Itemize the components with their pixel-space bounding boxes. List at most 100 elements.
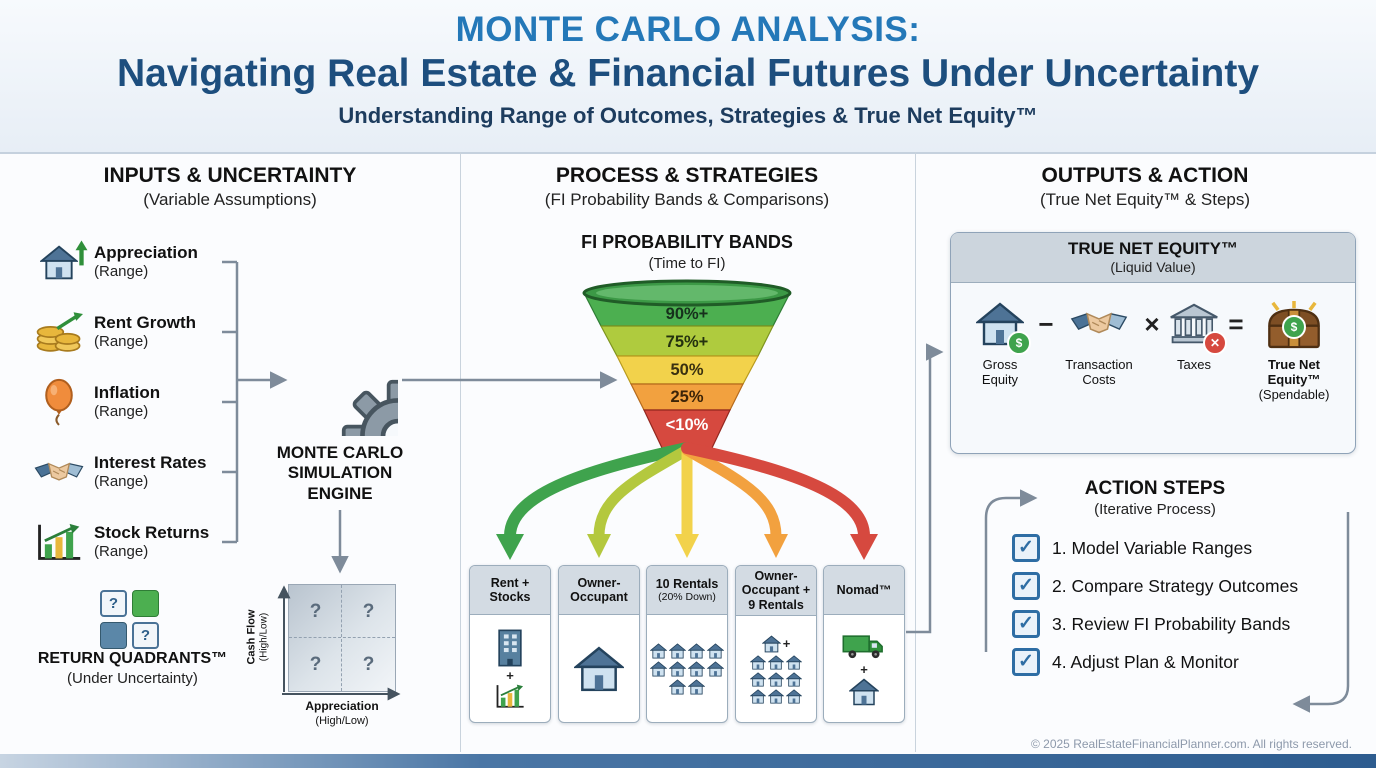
rental-houses-row xyxy=(650,661,724,677)
owner-house-row: + xyxy=(762,635,790,653)
rental-houses-row xyxy=(750,672,802,687)
green-flow-arrow xyxy=(504,442,693,542)
action-step-2: ✓ 2. Compare Strategy Outcomes xyxy=(1012,572,1347,600)
house-icon xyxy=(786,689,802,704)
rental-houses-row xyxy=(750,689,802,704)
copyright-text: © 2025 RealEstateFinancialPlanner.com. A… xyxy=(1030,737,1352,751)
step-text: 4. Adjust Plan & Monitor xyxy=(1052,651,1239,672)
quadrant-chart-y-label: Cash Flow(High/Low) xyxy=(245,609,270,665)
transaction-costs-item: Transaction Costs xyxy=(1057,295,1141,388)
funnel-band-label: 50% xyxy=(670,361,703,379)
true-net-equity-label: True Net Equity™ xyxy=(1267,357,1321,387)
action-step-1: ✓ 1. Model Variable Ranges xyxy=(1012,534,1347,562)
funnel-to-strategy-arrows xyxy=(504,442,870,542)
input-item-interest-rates: Interest Rates (Range) xyxy=(34,446,239,498)
quadrant-chart-hline xyxy=(289,637,395,638)
strategy-box-owner-occupant-9-rentals: Owner-Occupant + 9 Rentals + xyxy=(735,565,817,723)
outputs-column-title: OUTPUTS & ACTION xyxy=(1041,164,1249,187)
funnel-band-label: 90%+ xyxy=(666,305,709,323)
strategy-name: 10 Rentals xyxy=(655,576,719,591)
moving-truck-icon xyxy=(842,632,886,661)
input-label: Interest Rates xyxy=(94,453,207,472)
building-icon xyxy=(495,629,525,667)
input-range: (Range) xyxy=(94,263,149,280)
action-steps-title: ACTION STEPS xyxy=(1084,478,1226,499)
step-text: 3. Review FI Probability Bands xyxy=(1052,613,1291,634)
action-step-4: ✓ 4. Adjust Plan & Monitor xyxy=(1012,648,1347,676)
inputs-column-subtitle: (Variable Assumptions) xyxy=(143,190,317,209)
house-icon xyxy=(688,643,705,659)
input-range: (Range) xyxy=(94,473,149,490)
house-icon xyxy=(669,679,686,695)
orange-flow-arrow xyxy=(681,444,782,542)
quadrant-chart-vline xyxy=(341,585,342,691)
action-step-3: ✓ 3. Review FI Probability Bands xyxy=(1012,610,1347,638)
process-column-title: PROCESS & STRATEGIES xyxy=(555,164,819,187)
rental-houses-row xyxy=(650,643,724,659)
checkbox-icon: ✓ xyxy=(1012,572,1040,600)
dollar-badge-icon: $ xyxy=(1282,315,1306,340)
footer-bar xyxy=(0,754,1376,768)
action-steps-subtitle: (Iterative Process) xyxy=(1094,501,1216,518)
handshake-icon xyxy=(34,446,84,498)
quadrant-question-icon: ? xyxy=(100,590,127,617)
funnel-band-label: 25% xyxy=(670,388,703,406)
house-icon xyxy=(768,655,784,670)
page-title-line2: Navigating Real Estate & Financial Futur… xyxy=(116,52,1260,95)
input-label: Stock Returns xyxy=(94,523,210,542)
gear-icon xyxy=(282,320,398,436)
checkbox-icon: ✓ xyxy=(1012,534,1040,562)
input-range: (Range) xyxy=(94,333,149,350)
gross-equity-item: $ Gross Equity xyxy=(965,295,1035,388)
strategy-name: Owner-Occupant xyxy=(559,566,639,615)
plus-icon: + xyxy=(860,661,868,677)
input-item-rent-growth: Rent Growth (Range) xyxy=(34,306,239,358)
stock-chart-icon xyxy=(495,684,525,709)
quadrant-mark: ? xyxy=(362,653,375,675)
funnel-band-label: <10% xyxy=(666,416,709,434)
handshake-icon xyxy=(1070,295,1128,353)
strategy-name: Nomad™ xyxy=(824,566,904,615)
house-icon xyxy=(786,655,802,670)
simulation-engine-label: MONTE CARLO SIMULATION ENGINE xyxy=(276,443,404,503)
funnel-arrowheads xyxy=(496,534,878,560)
quadrant-mark: ? xyxy=(362,600,375,622)
coins-growth-icon xyxy=(34,306,84,358)
treasure-chest-icon: $ xyxy=(1264,295,1324,353)
equals-operator: = xyxy=(1228,309,1244,339)
house-icon xyxy=(574,646,624,692)
house-appreciation-icon xyxy=(34,236,88,288)
column-divider-right xyxy=(915,152,916,752)
quadrant-green-icon xyxy=(132,590,159,617)
rental-houses-row xyxy=(750,655,802,670)
house-icon xyxy=(707,661,724,677)
balloon-icon xyxy=(34,376,84,428)
x-badge-icon: ✕ xyxy=(1203,331,1227,355)
strategy-box-nomad: Nomad™ + xyxy=(823,565,905,723)
rental-houses-row xyxy=(669,679,705,695)
house-icon xyxy=(849,678,879,706)
house-icon xyxy=(688,661,705,677)
gross-equity-label: Gross Equity xyxy=(981,357,1019,387)
house-icon xyxy=(786,672,802,687)
strategy-box-owner-occupant: Owner-Occupant xyxy=(558,565,640,723)
strategy-name: Rent + Stocks xyxy=(470,566,550,615)
strategy-box-rent-stocks: Rent + Stocks + xyxy=(469,565,551,723)
quadrant-chart-x-label: Appreciation(High/Low) xyxy=(305,699,379,727)
return-quadrants-icon: ? ? xyxy=(100,590,159,649)
quadrant-blue-icon xyxy=(100,622,127,649)
input-range: (Range) xyxy=(94,543,149,560)
house-icon xyxy=(768,672,784,687)
input-label: Rent Growth xyxy=(94,313,196,332)
strategy-subtitle: (20% Down) xyxy=(658,591,716,604)
stock-chart-icon xyxy=(34,516,84,568)
strategies-to-tne-arrow xyxy=(906,343,944,634)
house-icon xyxy=(750,689,766,704)
yellowgreen-flow-arrow xyxy=(593,444,693,542)
input-label: Appreciation xyxy=(94,243,198,262)
red-flow-arrow xyxy=(681,442,870,542)
quadrant-mark: ? xyxy=(309,653,322,675)
input-range: (Range) xyxy=(94,403,149,420)
house-icon xyxy=(762,635,781,653)
process-column-subtitle: (FI Probability Bands & Comparisons) xyxy=(544,190,830,209)
